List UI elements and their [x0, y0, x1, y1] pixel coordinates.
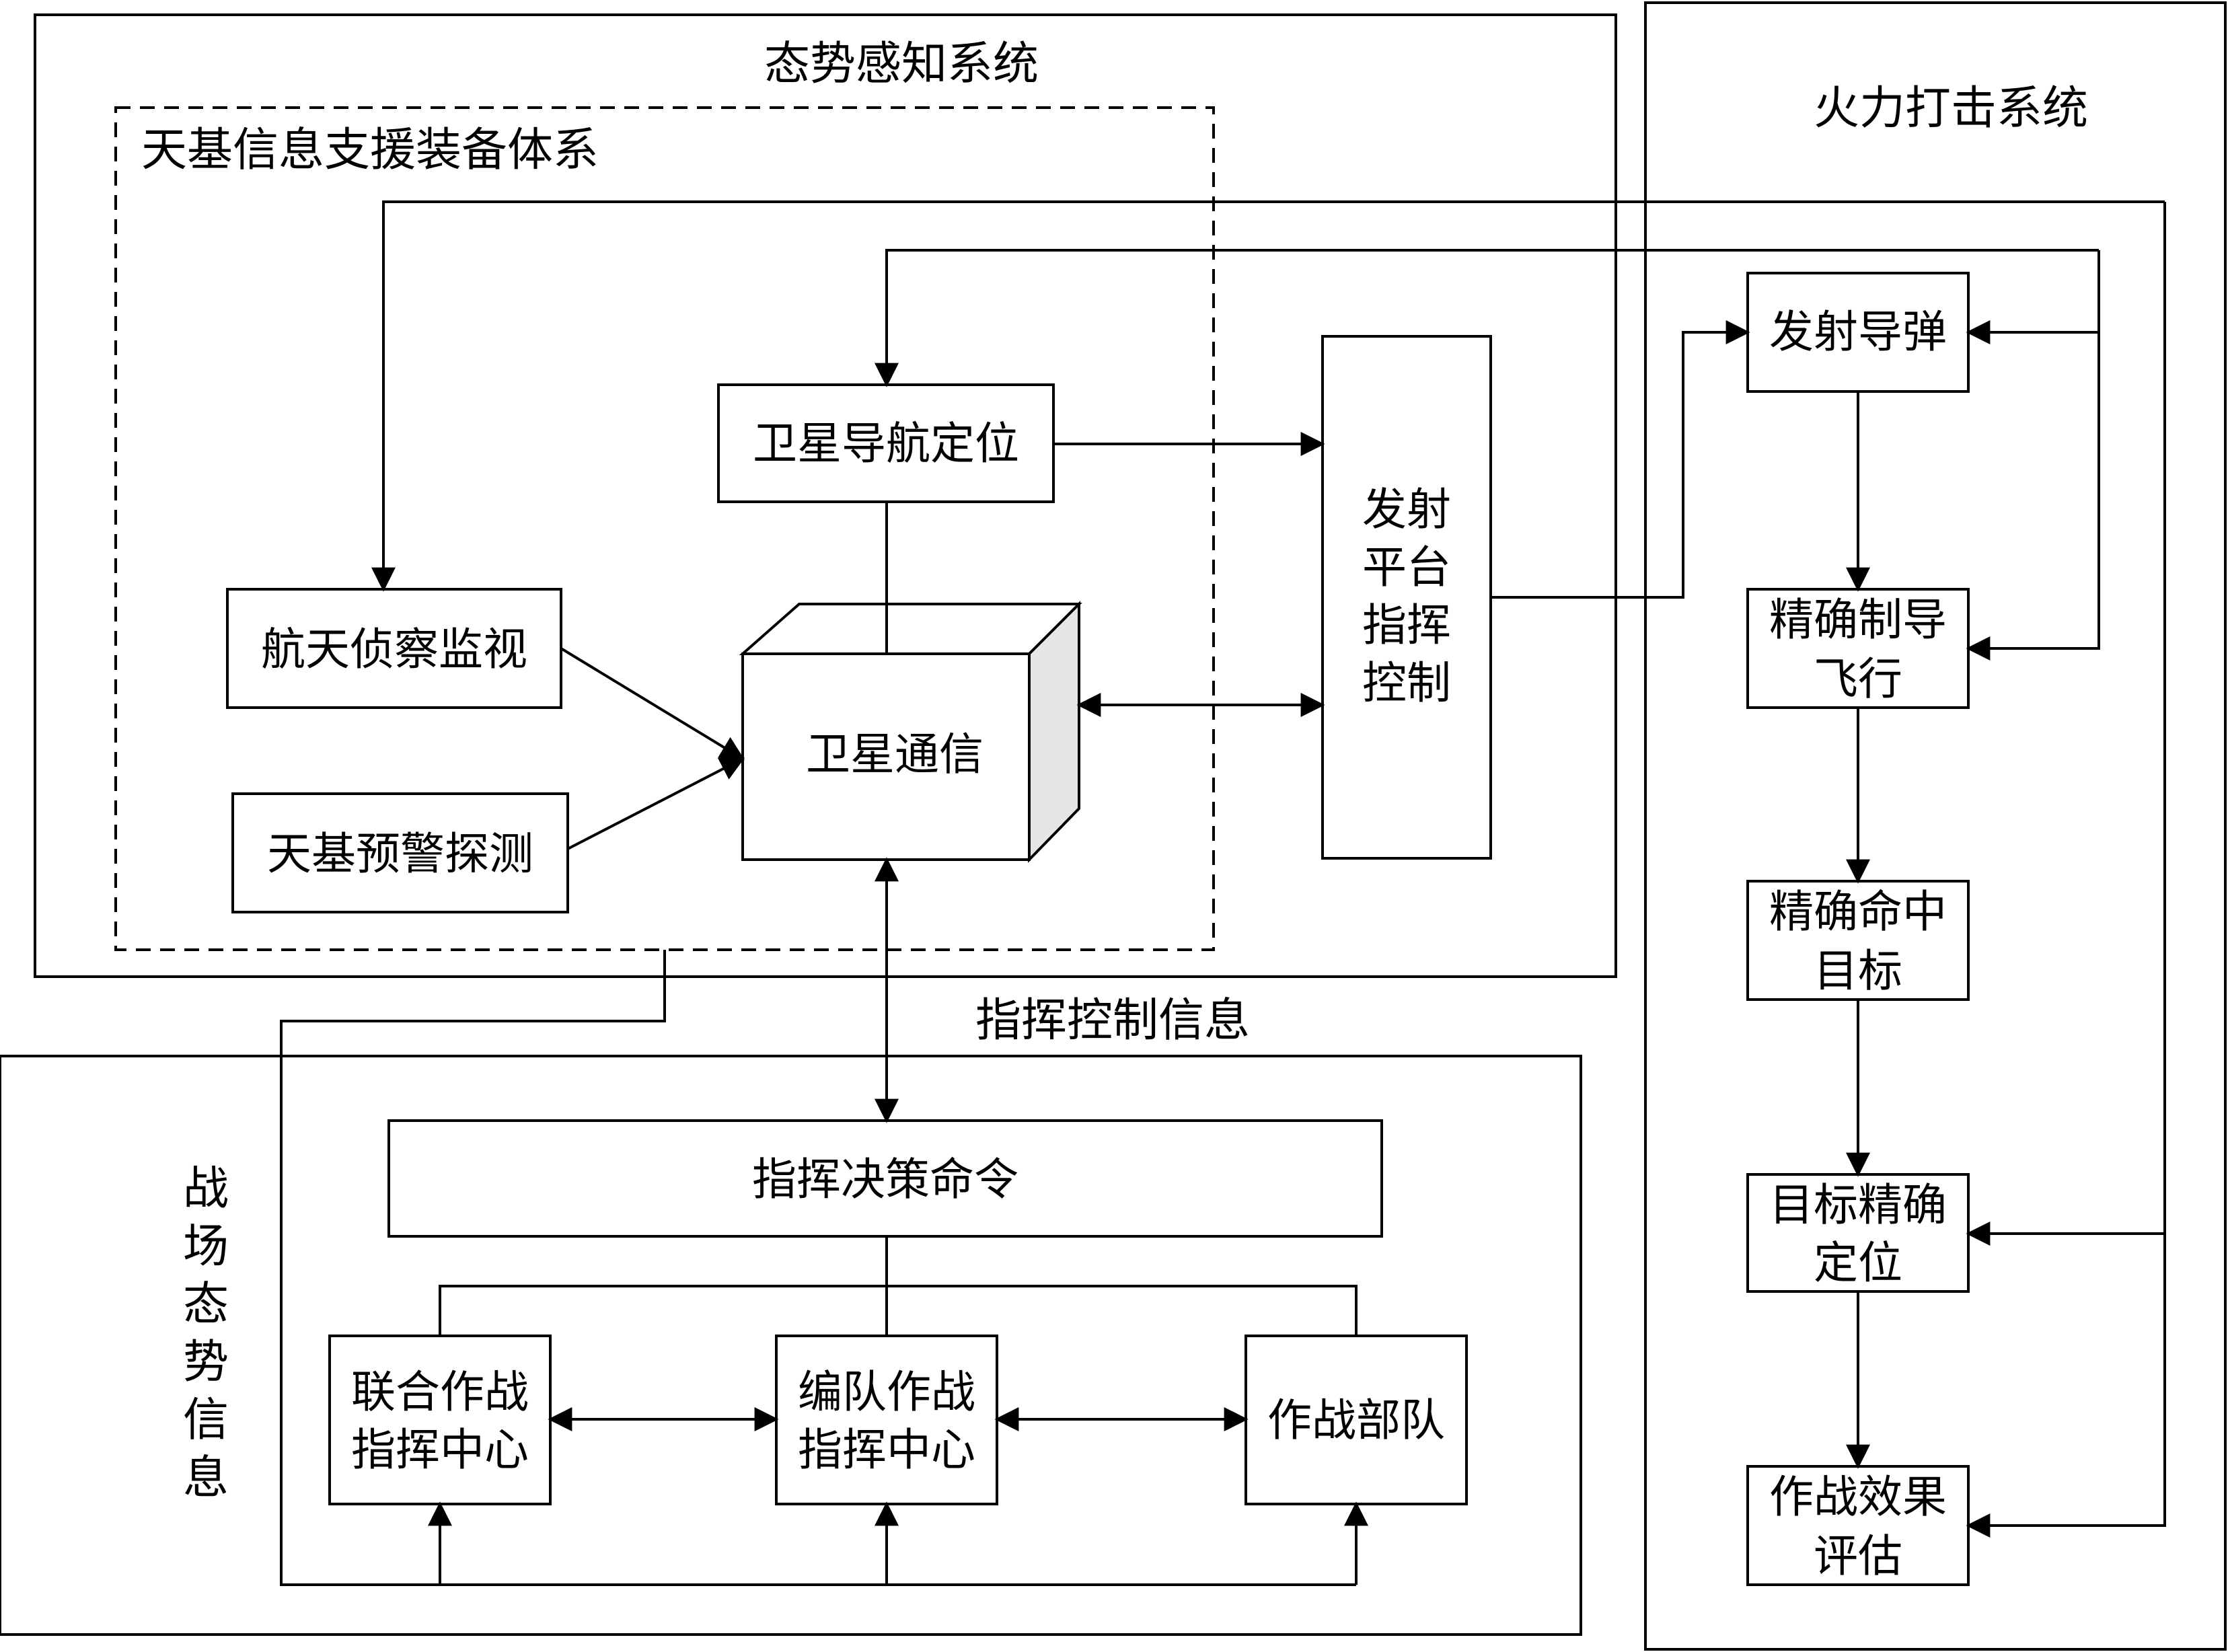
sat-comm-label: 卫星通信 [806, 728, 983, 780]
platform-to-missile [1491, 320, 1750, 599]
target-locate-label: 目标精确 定位 [1769, 1179, 1947, 1289]
command-decision-label: 指挥决策命令 [752, 1154, 1018, 1205]
svg-text:平台: 平台 [1362, 541, 1451, 593]
feed-to-eval [1966, 1234, 2166, 1538]
svg-text:指挥中心: 指挥中心 [351, 1424, 529, 1476]
situation-awareness-title: 态势感知系统 [764, 38, 1039, 91]
joint-center-box [328, 1335, 552, 1505]
situation-awareness-frame [34, 13, 1617, 978]
formation-center-label: 编队作战 指挥中心 [798, 1366, 975, 1476]
svg-text:精确命中: 精确命中 [1769, 886, 1947, 938]
precise-flight-label: 精确制导 飞行 [1769, 594, 1947, 705]
svg-text:联合作战: 联合作战 [351, 1366, 529, 1418]
command-area-frame [0, 1055, 1582, 1636]
space-info-support-title: 天基信息支援装备体系 [141, 124, 599, 177]
formation-center-box [775, 1335, 998, 1505]
precise-hit-label: 精确命中 目标 [1769, 886, 1947, 997]
command-info-title: 指挥控制信息 [975, 994, 1250, 1047]
svg-text:目标精确: 目标精确 [1769, 1179, 1947, 1231]
joint-center-label: 联合作战 指挥中心 [351, 1366, 529, 1476]
launch-missile-label: 发射导弹 [1769, 306, 1947, 358]
top-feed-to-recon [371, 200, 2165, 592]
svg-text:精确制导: 精确制导 [1769, 594, 1947, 646]
svg-text:目标: 目标 [1814, 945, 1902, 997]
svg-text:飞行: 飞行 [1814, 653, 1902, 705]
feed-to-flight [1966, 332, 2100, 661]
svg-text:控制: 控制 [1362, 657, 1451, 709]
svg-text:场: 场 [183, 1220, 229, 1273]
feed-to-locate [1966, 202, 2166, 1246]
svg-text:战: 战 [183, 1162, 229, 1215]
space-warning-label: 天基预警探测 [267, 828, 533, 880]
sat-comm-cube [739, 601, 1082, 863]
decision-branch [439, 1285, 1358, 1336]
battlefield-info-title: 战 场 态 势 信 息 [183, 1162, 229, 1505]
svg-text:态: 态 [183, 1278, 229, 1331]
launch-platform-box [1321, 335, 1492, 860]
svg-text:指挥: 指挥 [1362, 599, 1451, 651]
svg-text:定位: 定位 [1814, 1237, 1902, 1289]
fire-strike-title: 火力打击系统 [1814, 82, 2088, 135]
feed-to-sat-nav [875, 249, 2099, 387]
svg-text:作战效果: 作战效果 [1769, 1471, 1947, 1523]
warning-to-comm [567, 757, 745, 850]
svg-text:信: 信 [183, 1394, 229, 1447]
recon-to-comm [560, 647, 745, 760]
combat-units-label: 作战部队 [1267, 1394, 1445, 1446]
launch-platform-label: 发射 平台 指挥 控制 [1362, 484, 1451, 709]
svg-text:发射: 发射 [1362, 484, 1451, 535]
svg-text:指挥中心: 指挥中心 [798, 1424, 975, 1476]
svg-text:评估: 评估 [1814, 1530, 1902, 1582]
fire-strike-frame [1644, 1, 2227, 1651]
svg-text:息: 息 [183, 1452, 229, 1505]
space-warning-box [231, 792, 569, 913]
sat-nav-label: 卫星导航定位 [753, 418, 1019, 470]
svg-text:编队作战: 编队作战 [798, 1366, 975, 1418]
space-recon-label: 航天侦察监视 [261, 624, 527, 675]
feed-to-missile [1966, 250, 2100, 344]
svg-text:势: 势 [183, 1336, 229, 1389]
battlefield-info-feed [280, 950, 1356, 1586]
effect-eval-label: 作战效果 评估 [1769, 1471, 1947, 1582]
